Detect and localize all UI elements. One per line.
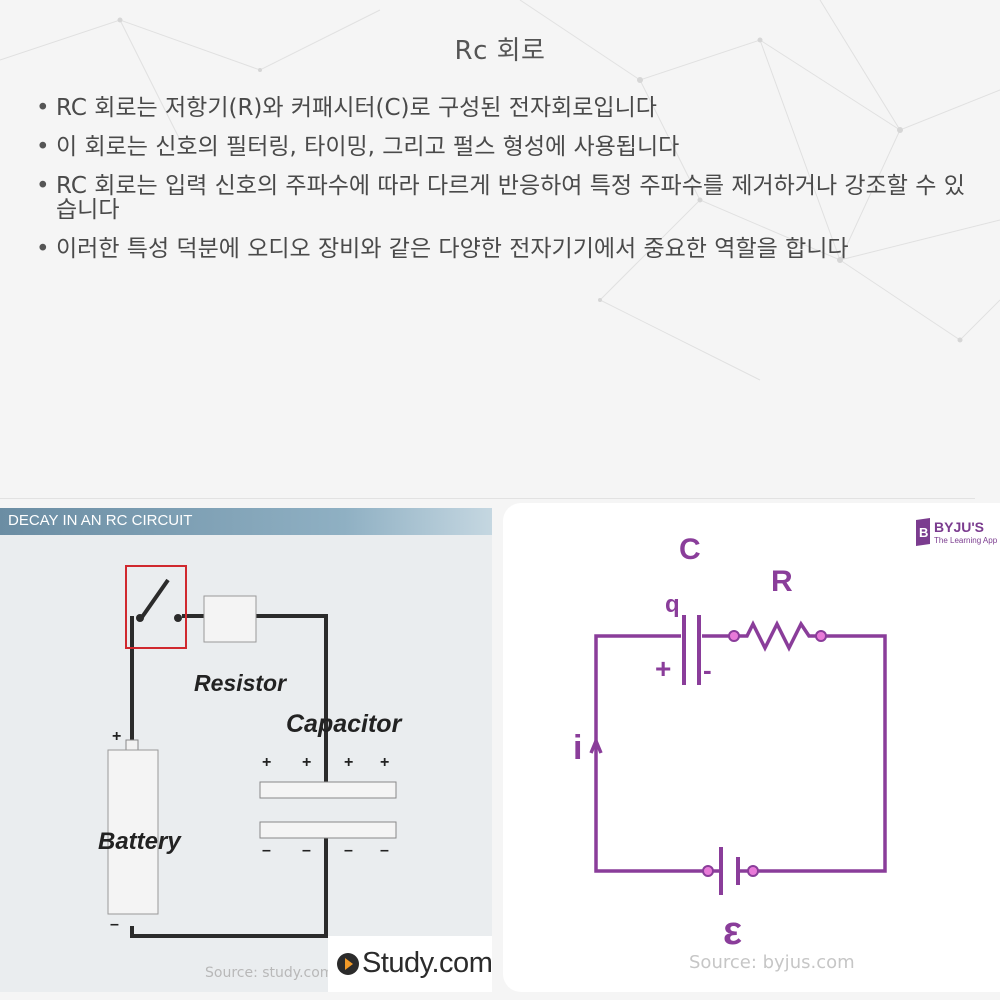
bullet-item: 이러한 특성 덕분에 오디오 장비와 같은 다양한 전자기기에서 중요한 역할을… (36, 237, 966, 261)
page-title: Rc 회로 (454, 36, 546, 66)
capacitor-plus-sign: + (302, 754, 312, 771)
capacitor-minus-sign: – (262, 842, 271, 859)
study-logo: Study.com (328, 936, 492, 992)
battery-body (107, 749, 159, 915)
svg-text:B: B (919, 525, 928, 540)
section-divider (0, 498, 975, 499)
study-logo-text: Study.com (362, 947, 492, 979)
image-header: DECAY IN AN RC CIRCUIT (8, 512, 193, 529)
capacitor-plus-sign: + (344, 754, 354, 771)
bullet-item: RC 회로는 저항기(R)와 커패시터(C)로 구성된 전자회로입니다 (36, 96, 966, 120)
rc-decay-circuit-image: DECAY IN AN RC CIRCUIT Resistor Capacito… (0, 508, 492, 992)
resistor-label-r: R (771, 565, 793, 598)
rc-circuit-diagram (107, 565, 397, 938)
switch-highlight-box (125, 565, 187, 649)
capacitor-plus-sign: + (262, 754, 272, 771)
battery-plus-sign: + (112, 728, 122, 745)
image-source: Source: study.com (205, 965, 334, 981)
resistor-box (203, 595, 257, 643)
capacitor-label-c: C (679, 533, 701, 566)
bullet-item: RC 회로는 입력 신호의 주파수에 따라 다르게 반응하여 특정 주파수를 제… (36, 174, 966, 222)
byjus-logo-icon: B (916, 518, 930, 546)
wire-bottom (130, 926, 328, 938)
bullet-item: 이 회로는 신호의 필터링, 타이밍, 그리고 펄스 형성에 사용됩니다 (36, 135, 966, 159)
current-label-i: i (573, 729, 583, 767)
wire-resistor-capacitor (256, 614, 328, 788)
battery-minus-sign: – (110, 916, 119, 933)
capacitor-minus-label: - (703, 655, 712, 685)
switch-pivot (136, 614, 144, 622)
rc-circuit-diagram-purple (589, 615, 887, 895)
circuit-wires (130, 614, 328, 938)
capacitor-plate-bottom (259, 821, 397, 839)
image-header-band: DECAY IN AN RC CIRCUIT (0, 508, 492, 535)
image-source: Source: byjus.com (689, 952, 855, 973)
byjus-tagline: The Learning App (934, 536, 998, 545)
current-arrow (589, 736, 603, 754)
wire-left-loop (594, 634, 708, 873)
capacitor-label: Capacitor (286, 710, 402, 738)
play-icon (337, 953, 359, 975)
capacitor-plate-top (259, 781, 397, 799)
wire-right-loop (753, 634, 887, 873)
byjus-logo-text: BYJU'S (934, 519, 985, 535)
charge-label-q: q (665, 591, 680, 618)
emf-label: ε (723, 909, 742, 953)
switch-contact (174, 614, 182, 622)
resistor-label: Resistor (194, 670, 287, 696)
bullet-list: RC 회로는 저항기(R)와 커패시터(C)로 구성된 전자회로입니다 이 회로… (36, 96, 966, 276)
capacitor-plus-label: + (655, 653, 672, 684)
battery-label: Battery (98, 828, 181, 855)
capacitor-minus-sign: – (302, 842, 311, 859)
rc-circuit-byjus-image: C R q + - i ε B BYJU'S The Learning App … (503, 503, 1000, 992)
capacitor-plus-sign: + (380, 754, 390, 771)
capacitor-minus-sign: – (344, 842, 353, 859)
switch-lever (138, 578, 170, 622)
capacitor-minus-sign: – (380, 842, 389, 859)
resistor-zigzag (737, 620, 820, 652)
